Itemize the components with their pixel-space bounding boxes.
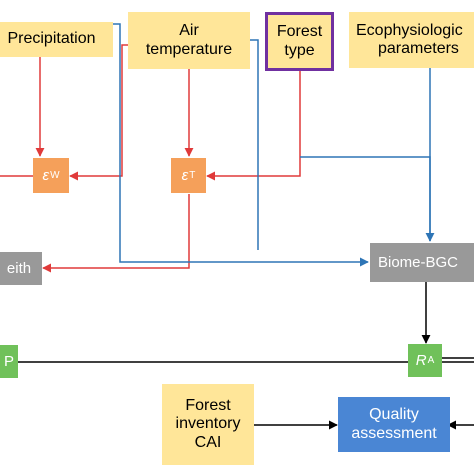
inventory-line3: CAI [194, 433, 222, 451]
quality-line2: assessment [351, 424, 437, 442]
forest-inventory-cai-box: Forest inventory CAI [162, 384, 254, 465]
ecophys-line2: parameters [378, 40, 459, 57]
arrow-foresttype-to-epst [206, 71, 301, 181]
epsilon-w-subscript: W [50, 169, 60, 181]
arrow-airtemp-to-epsw [69, 44, 128, 181]
inventory-line1: Forest [185, 396, 231, 414]
arrow-inputs-to-biomebgc [113, 23, 369, 267]
ra-symbol: R [415, 351, 427, 369]
epsilon-t-symbol: ε [181, 166, 189, 184]
epsilon-t-subscript: T [189, 169, 196, 181]
quality-assessment-box: Quality assessment [338, 397, 450, 452]
air-temperature-line1: Air [179, 22, 199, 40]
biome-bgc-box: Biome-BGC [370, 243, 474, 282]
penman-monteith-box: eith [0, 252, 42, 285]
ra-subscript: A [427, 354, 435, 366]
quality-line1: Quality [369, 406, 419, 424]
penman-monteith-label: eith [6, 259, 32, 277]
epsilon-w-symbol: ε [42, 166, 50, 184]
ecophysiologic-parameters-box: Ecophysiologic parameters [349, 12, 474, 68]
precipitation-label: Precipitation [7, 30, 96, 48]
p-box: P [0, 345, 18, 378]
inventory-line2: inventory [175, 415, 241, 433]
precipitation-box: Precipitation [0, 22, 113, 57]
line-foresttype-to-bus [300, 156, 435, 242]
arrow-epst-to-penman [42, 194, 190, 273]
forest-type-line1: Forest [276, 23, 323, 41]
p-label: P [3, 352, 14, 370]
ecophys-line1: Ecophysiologic [356, 21, 463, 39]
forest-type-line2: type [284, 41, 315, 59]
biome-bgc-label: Biome-BGC [378, 253, 459, 271]
line-airtemp-to-bus [250, 39, 259, 250]
forest-type-box: Forest type [265, 12, 334, 71]
air-temperature-box: Air temperature [128, 12, 250, 69]
air-temperature-line2: temperature [145, 40, 233, 58]
